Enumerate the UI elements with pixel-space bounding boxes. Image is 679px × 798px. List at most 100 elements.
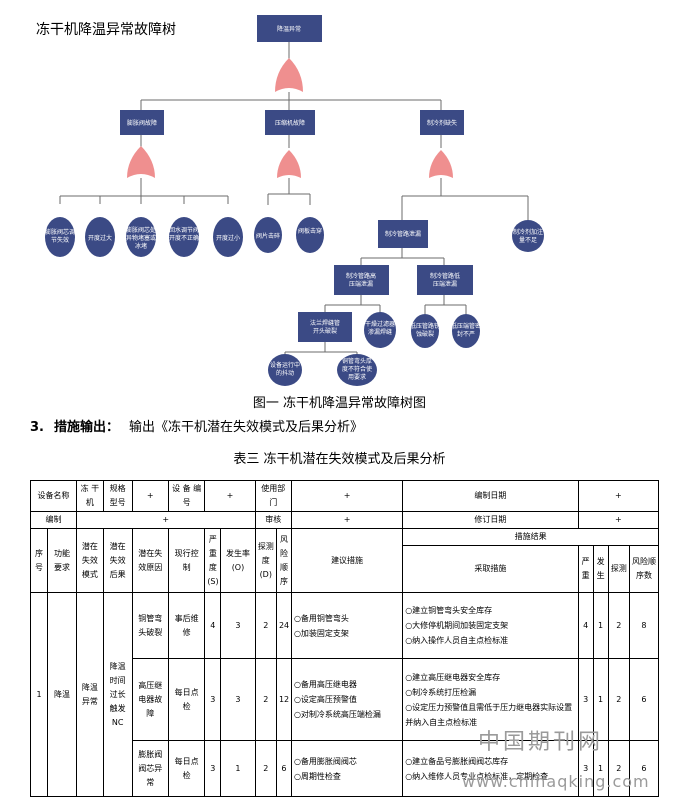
step-heading: 3. 措施输出： 输出《冻干机潜在失效模式及后果分析》 bbox=[30, 416, 363, 435]
meta-compiler-value: + bbox=[75, 511, 256, 529]
meta-row-1: 设备名称 冻 干 机 规格型号 + 设 备 编号 + 使用部门 + 编制日期 + bbox=[30, 480, 660, 512]
th-suggest: 建议措施 bbox=[290, 528, 404, 593]
step-text: 输出《冻干机潜在失效模式及后果分析》 bbox=[129, 420, 364, 435]
cell-o2: 1 bbox=[592, 592, 609, 659]
meta-row-2: 编制 + 审核 + 修订日期 + bbox=[30, 511, 660, 529]
meta-date: 编制日期 bbox=[402, 480, 579, 512]
fmea-table: 设备名称 冻 干 机 规格型号 + 设 备 编号 + 使用部门 + 编制日期 +… bbox=[29, 480, 660, 797]
label-mid6: 制冷管路低压端泄漏 bbox=[430, 272, 460, 288]
header-row: 序号 功能要求 潜在失效模式 潜在失效后果 潜在失效原因 现行控制 严重度(S)… bbox=[29, 528, 659, 593]
cell-rpn2: 8 bbox=[628, 592, 660, 659]
meta-dryer: 冻 干 机 bbox=[75, 480, 104, 512]
meta-spec-value: + bbox=[131, 480, 169, 512]
node-leafA3 bbox=[126, 217, 156, 257]
actions-item: ○设定压力预警值且需低于压力继电器实际设置并纳入自主点检标准 bbox=[405, 702, 573, 727]
meta-dept: 使用部门 bbox=[254, 480, 292, 512]
suggest-item: ○设定高压预警值 bbox=[293, 695, 357, 704]
cell-actions: ○建立高压继电器安全库存 ○制冷系统打压检漏 ○设定压力预警值且需低于压力继电器实际… bbox=[402, 658, 579, 741]
node-leafD3 bbox=[411, 314, 439, 348]
th-severity: 严重度(S) bbox=[204, 528, 222, 593]
meta-spec: 规格型号 bbox=[102, 480, 133, 512]
cell-function: 降温 bbox=[47, 592, 77, 797]
figure-title: 冻干机降温异常故障树 bbox=[36, 22, 176, 38]
label-leafD4: 低压端管密封不严 bbox=[451, 322, 481, 338]
th-control: 现行控制 bbox=[167, 528, 206, 593]
header-row-2: 采取措施 严重 发生 探测 风险顺序数 bbox=[31, 545, 660, 593]
actions-item: ○制冷系统打压检漏 bbox=[405, 687, 477, 697]
th-mode: 潜在失效模式 bbox=[75, 528, 104, 593]
cell-suggest: ○备用铜管弯头○加装固定支架 bbox=[290, 592, 404, 659]
actions-item: ○建立高压继电器安全库存 bbox=[405, 672, 501, 682]
th-actions: 采取措施 bbox=[402, 545, 579, 593]
label-mid4: 制冷管路泄漏 bbox=[385, 230, 421, 238]
actions-item: ○纳入操作人员自主点检标准 bbox=[405, 636, 509, 645]
node-mid5 bbox=[334, 265, 389, 295]
label-top: 降温异常 bbox=[277, 25, 301, 33]
th-rpn2: 风险顺序数 bbox=[628, 545, 660, 593]
label-leafD1: 法兰焊缝管开头破裂 bbox=[310, 319, 340, 335]
suggest-item: ○备用膨胀阀阀芯 bbox=[293, 756, 357, 766]
actions-item: ○大修停机期间加装固定支架 bbox=[405, 621, 509, 630]
cell-detection: 2 bbox=[254, 658, 277, 741]
cell-detection: 2 bbox=[254, 592, 277, 659]
label-mid2: 压缩机故障 bbox=[275, 119, 305, 127]
label-leafB2: 阀板击穿 bbox=[298, 227, 322, 235]
th-result-group: 措施结果 bbox=[402, 528, 659, 546]
cell-suggest: ○备用膨胀阀阀芯○周期性检查 bbox=[290, 740, 404, 797]
label-leafC: 制冷剂加注量不足 bbox=[513, 228, 543, 244]
th-seq: 序号 bbox=[29, 528, 49, 593]
meta-revise-date-value: + bbox=[577, 511, 660, 529]
meta-device-name: 设备名称 bbox=[30, 480, 77, 512]
label-mid5: 制冷管路高压端泄漏 bbox=[346, 272, 376, 288]
node-leafD4 bbox=[452, 314, 480, 348]
th-rpn: 风险顺序 bbox=[275, 528, 292, 593]
watermark-url: www.chinaqking.com bbox=[462, 772, 650, 791]
cell-control: 事后维修 bbox=[167, 592, 206, 659]
th-s2: 严重 bbox=[577, 545, 594, 593]
meta-device-no: 设 备 编号 bbox=[167, 480, 206, 512]
th-effect: 潜在失效后果 bbox=[102, 528, 133, 593]
node-leafC bbox=[512, 220, 544, 252]
step-label: 措施输出： bbox=[53, 420, 119, 435]
cell-detection: 2 bbox=[254, 740, 277, 797]
figure-caption: 图一 冻干机降温异常故障树图 bbox=[252, 396, 427, 411]
step-number: 3. bbox=[30, 420, 44, 435]
label-leafA5: 开度过小 bbox=[216, 234, 240, 242]
node-mid2 bbox=[265, 110, 315, 135]
actions-item: ○建立备品号膨胀阀阀芯库存 bbox=[405, 756, 509, 766]
node-leafA2 bbox=[85, 217, 115, 257]
th-occurrence: 发生率(O) bbox=[220, 528, 256, 593]
node-mid4 bbox=[378, 220, 428, 248]
label-leafA2: 开度过大 bbox=[88, 234, 112, 242]
cell-occurrence: 3 bbox=[220, 592, 256, 659]
label-leafB1: 阀片击碎 bbox=[256, 232, 280, 240]
cell-severity: 3 bbox=[204, 658, 222, 741]
cell-rpn: 24 bbox=[275, 592, 292, 659]
th-d2: 探测 bbox=[607, 545, 630, 593]
label-mid1: 膨胀阀故障 bbox=[127, 119, 157, 127]
label-leafD2: 干燥过滤器渗漏焊缝 bbox=[365, 320, 395, 336]
meta-review-value: + bbox=[290, 511, 404, 529]
th-detection: 探测度(D) bbox=[254, 528, 277, 593]
meta-review: 审核 bbox=[254, 511, 292, 529]
label-leafE1: 设备运行中的抖动 bbox=[270, 361, 300, 377]
cell-cause: 膨胀阀阀芯异常 bbox=[131, 740, 169, 797]
cell-control: 每日点检 bbox=[167, 740, 206, 797]
cell-d2: 2 bbox=[607, 658, 630, 741]
cell-mode: 降温异常 bbox=[75, 592, 104, 797]
node-leafA4 bbox=[169, 217, 199, 257]
cell-cause: 铜管弯头破裂 bbox=[131, 592, 169, 659]
meta-dept-value: + bbox=[290, 480, 404, 512]
suggest-item: ○备用高压继电器 bbox=[293, 680, 357, 689]
actions-item: ○纳入维修人员专业点检标准，定期检查 bbox=[405, 771, 549, 781]
meta-date-value: + bbox=[577, 480, 660, 512]
node-mid6 bbox=[417, 265, 473, 295]
cell-rpn: 12 bbox=[275, 658, 292, 741]
node-leafE2 bbox=[337, 354, 377, 386]
cell-effect: 降温时间过长触发NC bbox=[102, 592, 133, 797]
cell-occurrence: 1 bbox=[220, 740, 256, 797]
watermark-title: 中国期刊网 bbox=[478, 730, 604, 755]
th-o2: 发生 bbox=[592, 545, 609, 593]
cell-d2: 2 bbox=[607, 740, 630, 797]
